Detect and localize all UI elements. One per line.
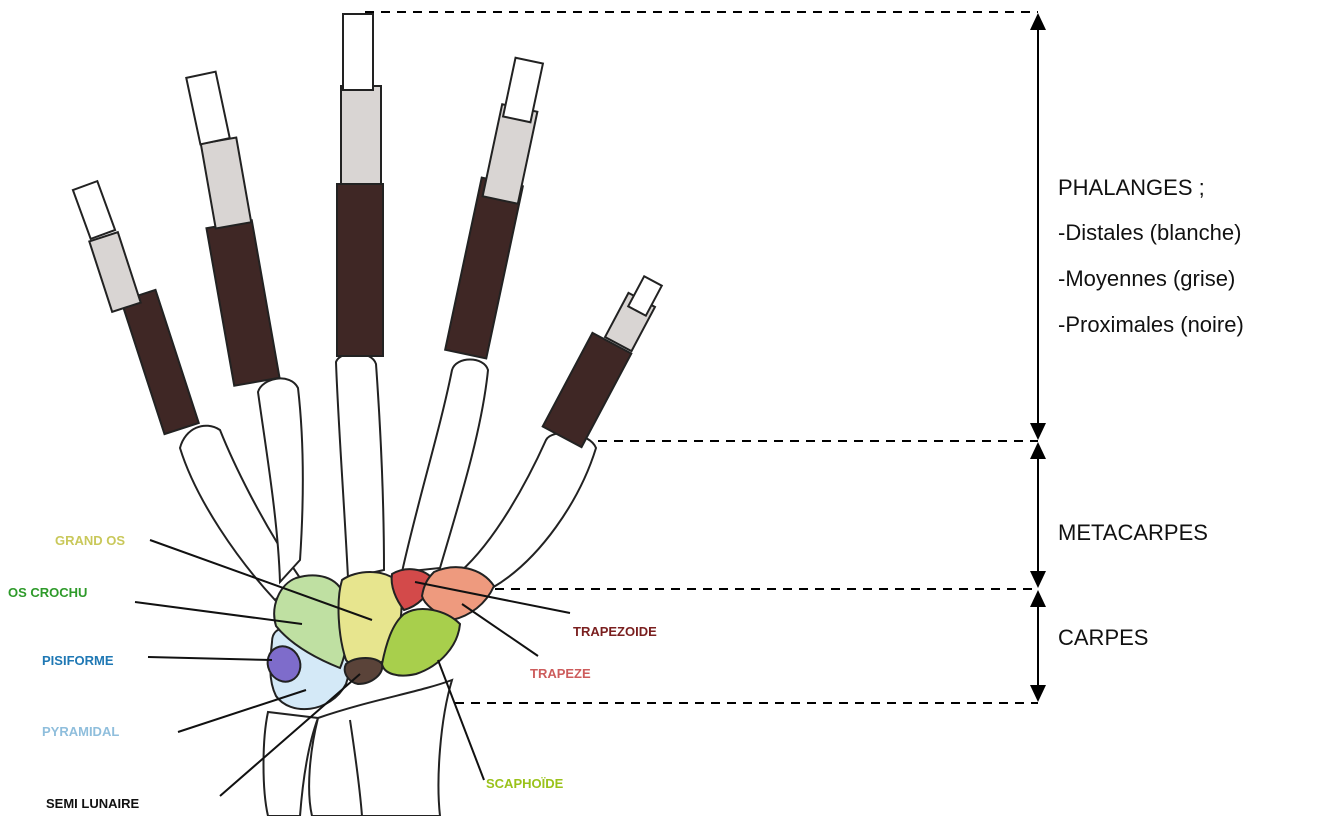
middle-phalanx-2	[201, 138, 251, 229]
phalanges-proximales: -Proximales (noire)	[1058, 312, 1244, 337]
phalanges-distales: -Distales (blanche)	[1058, 220, 1241, 245]
metacarpal-1	[460, 433, 596, 588]
leader-scaphoide	[438, 660, 484, 780]
label-pisiforme: PISIFORME	[42, 653, 114, 668]
distal-phalanx-5	[628, 276, 662, 315]
leader-pisiforme	[148, 657, 272, 660]
label-grand-os: GRAND OS	[55, 533, 125, 548]
label-trapeze: TRAPEZE	[530, 666, 591, 681]
phalanges-moyennes: -Moyennes (grise)	[1058, 266, 1235, 291]
label-semi-lunaire: SEMI LUNAIRE	[46, 796, 140, 811]
proximal-phalanx-2	[206, 220, 279, 386]
arrowhead-down	[1030, 571, 1046, 588]
arrowhead-up	[1030, 590, 1046, 607]
proximal-phalanx-1	[121, 290, 199, 434]
label-scaphoide: SCAPHOÏDE	[486, 776, 564, 791]
arrowhead-down	[1030, 423, 1046, 440]
metacarpals	[180, 353, 596, 600]
proximal-phalanx-5	[543, 333, 632, 447]
label-trapezoide: TRAPEZOIDE	[573, 624, 657, 639]
phalanges-title: PHALANGES ;	[1058, 175, 1205, 200]
leader-trapeze	[462, 604, 538, 656]
metacarpal-2	[402, 360, 488, 573]
label-pyramidal: PYRAMIDAL	[42, 724, 119, 739]
carpal-bones	[262, 567, 494, 709]
label-os-crochu: OS CROCHU	[8, 585, 87, 600]
distal-phalanx-3	[343, 14, 373, 90]
proximal-phalanx-3	[337, 184, 383, 356]
distal-phalanx-1	[73, 181, 115, 239]
proximal-phalanx-4	[445, 178, 523, 359]
arrowhead-up	[1030, 13, 1046, 30]
middle-phalanx-1	[89, 232, 140, 312]
arrowhead-up	[1030, 442, 1046, 459]
metacarpal-3	[336, 353, 384, 578]
metacarpes-label: METACARPES	[1058, 520, 1208, 545]
middle-phalanx-3	[341, 86, 381, 184]
distal-phalanx-2	[186, 72, 229, 145]
arrowhead-down	[1030, 685, 1046, 702]
semi-lunaire-bone	[345, 658, 382, 684]
carpes-label: CARPES	[1058, 625, 1148, 650]
